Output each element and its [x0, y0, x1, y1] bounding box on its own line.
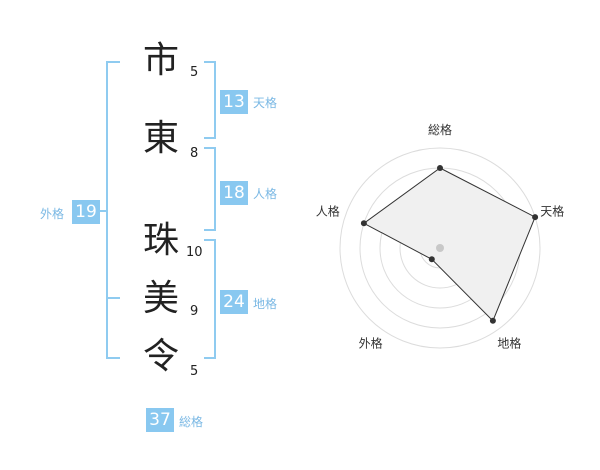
radar-polygon: [362, 167, 536, 322]
gaikaku-label: 外格: [40, 207, 65, 221]
soukaku-label: 総格: [179, 415, 204, 429]
gaikaku-bracket: [106, 61, 120, 359]
stroke-count-4: 9: [190, 304, 199, 319]
radar-point-1: [437, 165, 443, 171]
radar-ring-5: [339, 147, 541, 349]
tenkaku-label: 天格: [253, 96, 278, 110]
radar-axis-label-4: 外格: [359, 336, 383, 351]
radar-point-5: [360, 220, 367, 227]
tenkaku-value: 13: [220, 90, 248, 114]
name-char-2: 東: [142, 118, 179, 159]
stroke-count-1: 5: [190, 65, 199, 80]
stroke-count-5: 5: [190, 364, 199, 379]
radar-axis-label-2: 天格: [540, 204, 564, 219]
radar-axis-label-1: 総格: [428, 122, 452, 137]
gaikaku-bracket-tick: [99, 210, 107, 212]
radar-point-2: [532, 214, 539, 221]
stroke-count-2: 8: [190, 146, 199, 161]
jinkaku-value: 18: [220, 181, 248, 205]
gaikaku-bracket-split: [106, 297, 120, 299]
radar-point-4: [428, 256, 435, 263]
name-char-1: 市: [142, 40, 179, 81]
jinkaku-label: 人格: [253, 187, 278, 201]
chikaku-bracket: [204, 239, 216, 359]
tenkaku-bracket: [204, 61, 216, 139]
radar-center-dot: [436, 244, 444, 252]
chikaku-value: 24: [220, 290, 248, 314]
name-char-5: 令: [142, 336, 179, 377]
gaikaku-value: 19: [72, 200, 100, 224]
radar-axis-label-3: 地格: [497, 336, 521, 351]
chikaku-label: 地格: [253, 297, 278, 311]
name-char-4: 美: [142, 278, 179, 319]
name-char-3: 珠: [142, 220, 179, 261]
soukaku-value: 37: [146, 408, 174, 432]
stroke-count-3: 10: [186, 245, 203, 260]
radar-point-3: [489, 317, 496, 324]
radar-axis-label-5: 人格: [316, 204, 340, 219]
jinkaku-bracket: [204, 147, 216, 231]
